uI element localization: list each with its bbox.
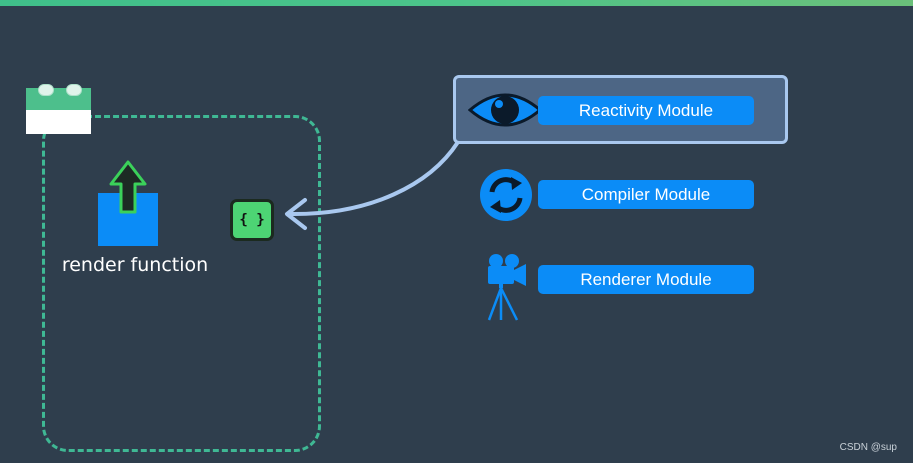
refresh-sync-icon (480, 169, 532, 221)
braces-object-icon: { } (230, 199, 274, 241)
render-function-label: render function (61, 254, 209, 276)
component-block-icon (26, 84, 91, 134)
module-reactivity[interactable]: Reactivity Module (538, 96, 754, 125)
eye-icon (468, 93, 542, 127)
box-upload-arrow-icon (98, 160, 158, 246)
module-renderer[interactable]: Renderer Module (538, 265, 754, 294)
top-accent-bar (0, 0, 913, 6)
module-compiler[interactable]: Compiler Module (538, 180, 754, 209)
movie-camera-icon (487, 254, 526, 321)
watermark: CSDN @sup (839, 442, 897, 453)
component-boundary (42, 115, 321, 452)
